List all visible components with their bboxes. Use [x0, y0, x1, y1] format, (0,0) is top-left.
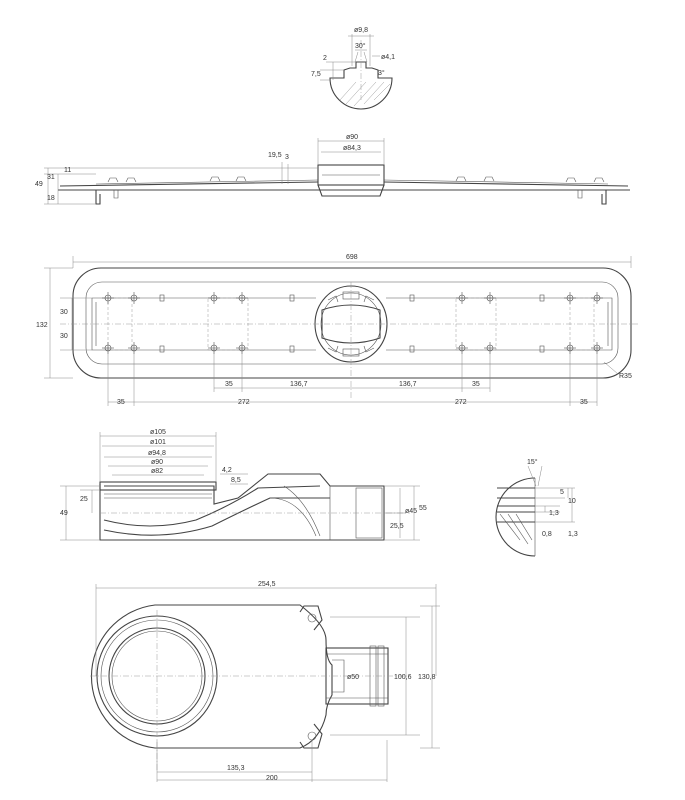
dim-200: 200: [266, 775, 278, 782]
dim-0-8: 0,8: [542, 531, 552, 538]
siphon-section-view: ø105 ø101 ø94,8 ø90 ø82 4,2 8,5 25 49 ø4…: [60, 429, 427, 541]
dim-dia-101: ø101: [150, 439, 166, 446]
dim-135-3: 135,3: [227, 765, 245, 772]
dim-30-bottom: 30: [60, 333, 68, 340]
dim-4-2: 4,2: [222, 467, 232, 474]
dim-35-outer-left: 35: [117, 399, 125, 406]
dim-dia-84-3: ø84,3: [343, 145, 361, 152]
detail-top-view: ø9,8 30° ø4,1 2 7,5 3°: [311, 27, 395, 110]
channel-top-view: 698 132 30 30 R35 35 136,7 136,7 35 35 2…: [36, 254, 640, 406]
dim-272-left: 272: [238, 399, 250, 406]
dim-272-right: 272: [455, 399, 467, 406]
dim-49-side: 49: [35, 181, 43, 188]
dim-r35: R35: [619, 373, 632, 380]
dim-11: 11: [64, 167, 71, 174]
dim-25-5: 25,5: [390, 523, 404, 530]
dim-dia-50: ø50: [347, 674, 359, 681]
dim-angle-30: 30°: [355, 42, 366, 50]
dim-dia-94-8: ø94,8: [148, 450, 166, 457]
dim-angle-3: 3°: [378, 69, 385, 77]
dim-7-5: 7,5: [311, 71, 321, 78]
dim-dia-90-side: ø90: [346, 134, 358, 141]
dim-254-5: 254,5: [258, 581, 276, 588]
dim-698: 698: [346, 254, 358, 261]
dim-35-inner-left: 35: [225, 381, 233, 388]
dim-55: 55: [419, 505, 427, 512]
channel-side-view: ø90 ø84,3 19,5 3 11 31 49 18: [35, 134, 630, 205]
dim-35-inner-right: 35: [472, 381, 480, 388]
detail-right-view: 15° 5 10 1,3 0,8 1,3: [495, 458, 578, 557]
dim-19-5: 19,5: [268, 152, 282, 159]
dim-132: 132: [36, 322, 48, 329]
dim-30-top: 30: [60, 309, 68, 316]
dim-dia-105: ø105: [150, 429, 166, 436]
dim-136-7-right: 136,7: [399, 381, 417, 388]
dim-1-3-a: 1,3: [549, 510, 559, 517]
dim-3: 3: [285, 154, 289, 161]
dim-2: 2: [323, 55, 327, 62]
dim-100-6: 100,6: [394, 674, 412, 681]
dim-49-section: 49: [60, 510, 68, 517]
dim-1-3-b: 1,3: [568, 531, 578, 538]
dim-5: 5: [560, 489, 564, 496]
dim-31: 31: [47, 174, 55, 181]
dim-25-left: 25: [80, 496, 88, 503]
dim-dia-90-section: ø90: [151, 459, 163, 466]
dim-dia-82: ø82: [151, 468, 163, 475]
dim-dia-9-8: ø9,8: [354, 27, 368, 34]
siphon-plan-view: 254,5 ø50 100,6 130,8 135,3 200: [90, 581, 440, 782]
dim-10: 10: [568, 498, 576, 505]
dim-8-5: 8,5: [231, 477, 241, 484]
dim-35-outer-right: 35: [580, 399, 588, 406]
dim-angle-15: 15°: [527, 458, 538, 466]
dim-130-8: 130,8: [418, 674, 436, 681]
dim-dia-4-1: ø4,1: [381, 54, 395, 61]
dim-136-7-left: 136,7: [290, 381, 308, 388]
dim-18: 18: [47, 195, 55, 202]
dim-dia-45: ø45: [405, 508, 417, 515]
